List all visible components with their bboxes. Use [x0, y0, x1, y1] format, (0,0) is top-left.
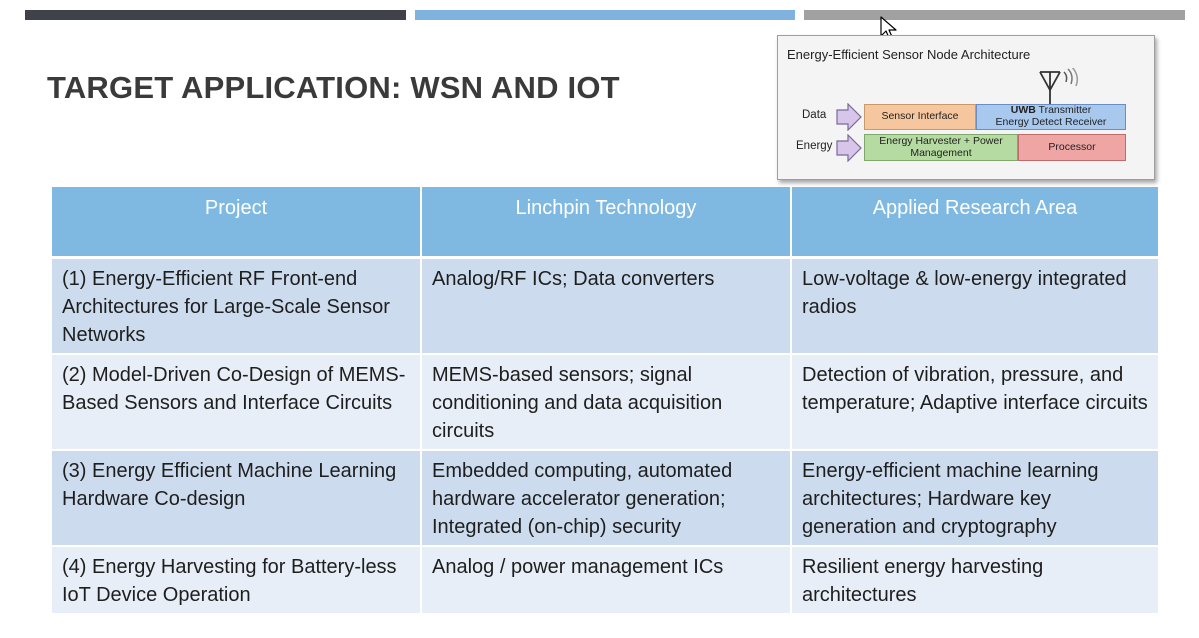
accent-bar-dark — [25, 10, 406, 20]
data-label: Data — [802, 109, 827, 121]
harvester-line2: Management — [910, 146, 972, 159]
architecture-diagram: Energy-Efficient Sensor Node Architectur… — [777, 35, 1155, 180]
processor-block: Processor — [1018, 134, 1126, 161]
cell-technology: Embedded computing, automated hardware a… — [421, 449, 792, 547]
header-technology: Linchpin Technology — [421, 187, 792, 259]
slide-title: TARGET APPLICATION: WSN AND IOT — [47, 70, 620, 105]
sensor-interface-label: Sensor Interface — [881, 110, 959, 123]
cell-area: Detection of vibration, pressure, and te… — [791, 353, 1158, 451]
cell-technology: MEMS-based sensors; signal conditioning … — [421, 353, 792, 451]
sensor-interface-block: Sensor Interface — [864, 104, 976, 130]
cell-area: Low-voltage & low-energy integrated radi… — [791, 257, 1158, 355]
cell-project: (4) Energy Harvesting for Battery-less I… — [52, 545, 422, 615]
cell-project: (3) Energy Efficient Machine Learning Ha… — [52, 449, 422, 547]
accent-bar-gray — [804, 10, 1185, 20]
table-row: (3) Energy Efficient Machine Learning Ha… — [52, 449, 1158, 547]
cell-area: Energy-efficient machine learning archit… — [791, 449, 1158, 547]
uwb-rest-label: Transmitter — [1038, 104, 1092, 117]
antenna-icon — [1039, 68, 1079, 104]
cell-project: (1) Energy-Efficient RF Front-end Archit… — [52, 257, 422, 355]
arrow-right-icon — [836, 134, 862, 162]
cell-area: Resilient energy harvesting architecture… — [791, 545, 1158, 615]
table-row: (2) Model-Driven Co-Design of MEMS-Based… — [52, 353, 1158, 451]
table-row: (1) Energy-Efficient RF Front-end Archit… — [52, 257, 1158, 355]
processor-label: Processor — [1048, 140, 1096, 153]
energy-label: Energy — [796, 140, 833, 152]
cell-project: (2) Model-Driven Co-Design of MEMS-Based… — [52, 353, 422, 451]
cell-technology: Analog/RF ICs; Data converters — [421, 257, 792, 355]
energy-detect-label: Energy Detect Receiver — [995, 116, 1107, 128]
uwb-transmitter-block: UWB Transmitter Energy Detect Receiver — [976, 104, 1126, 130]
accent-bar-blue — [415, 10, 795, 20]
energy-harvester-block: Energy Harvester + Power Management — [864, 134, 1018, 161]
arrow-right-icon — [836, 103, 862, 131]
uwb-transmitter-label: UWB Transmitter — [1011, 105, 1092, 117]
header-project: Project — [52, 187, 422, 259]
table-row: (4) Energy Harvesting for Battery-less I… — [52, 545, 1158, 615]
table-header-row: Project Linchpin Technology Applied Rese… — [52, 187, 1158, 259]
uwb-bold-label: UWB — [1010, 104, 1036, 117]
header-area: Applied Research Area — [791, 187, 1158, 259]
harvester-line1: Energy Harvester + Power — [879, 134, 1003, 147]
cell-technology: Analog / power management ICs — [421, 545, 792, 615]
research-table: Project Linchpin Technology Applied Rese… — [52, 187, 1158, 615]
diagram-title: Energy-Efficient Sensor Node Architectur… — [787, 47, 1031, 62]
